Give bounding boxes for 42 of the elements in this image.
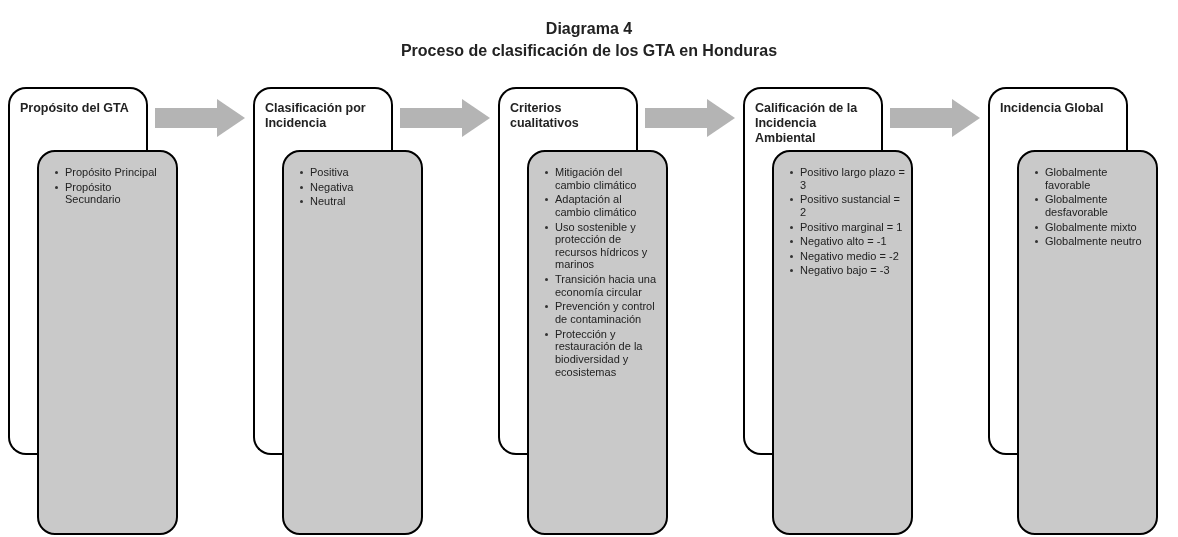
list-item: Globalmente favorable	[1033, 166, 1150, 192]
list-item: Positiva	[298, 166, 415, 179]
step-card	[743, 87, 883, 150]
list-item: Positivo sustancial = 2	[788, 193, 905, 219]
list-item: Propósito Principal	[53, 166, 170, 179]
step-heading: Calificación de la Incidencia Ambiental	[755, 101, 859, 146]
list-item: Globalmente neutro	[1033, 235, 1150, 248]
list-item: Transición hacia una economía circular	[543, 273, 660, 299]
list-item: Negativo alto = -1	[788, 235, 905, 248]
block-arrow	[155, 99, 245, 137]
list-item: Globalmente mixto	[1033, 220, 1150, 234]
diagram-subtitle: Proceso de clasificación de los GTA en Honduras	[399, 42, 779, 60]
list-item: Mitigación del cambio climático	[543, 166, 660, 192]
step-heading: Criterios cualitativos	[510, 101, 580, 131]
list-item: Negativo medio = -2	[788, 249, 905, 263]
step-heading: Clasificación por Incidencia	[265, 101, 367, 131]
detail-card	[37, 150, 178, 535]
list-item: Positivo largo plazo = 3	[788, 166, 905, 192]
detail-card	[282, 150, 423, 535]
list-item: Positivo marginal = 1	[788, 220, 905, 234]
detail-card	[772, 150, 913, 535]
step-card	[8, 87, 148, 150]
list-item: Protección y restauración de la biodiversidad y ecosistemas	[543, 327, 660, 379]
step-card	[988, 87, 1128, 150]
list-item: Globalmente desfavorable	[1033, 193, 1150, 219]
detail-card	[1017, 150, 1158, 535]
step-heading: Incidencia Global	[1000, 101, 1105, 116]
block-arrow	[645, 99, 735, 137]
step-card	[253, 87, 393, 150]
list-item: Adaptación al cambio climático	[543, 193, 660, 219]
diagram-title: Diagrama 4	[544, 20, 634, 38]
block-arrow	[400, 99, 490, 137]
step-card	[498, 87, 638, 150]
step-heading: Propósito del GTA	[20, 101, 130, 116]
list-item: Negativo bajo = -3	[788, 264, 905, 278]
list-item: Uso sostenible y protección de recursos hídricos y marinos	[543, 220, 660, 272]
list-item: Neutral	[298, 195, 415, 208]
block-arrow	[890, 99, 980, 137]
list-item: Propósito Secundario	[53, 180, 170, 206]
detail-card	[527, 150, 668, 535]
list-item: Negativa	[298, 180, 415, 194]
list-item: Prevención y control de contaminación	[543, 300, 660, 326]
